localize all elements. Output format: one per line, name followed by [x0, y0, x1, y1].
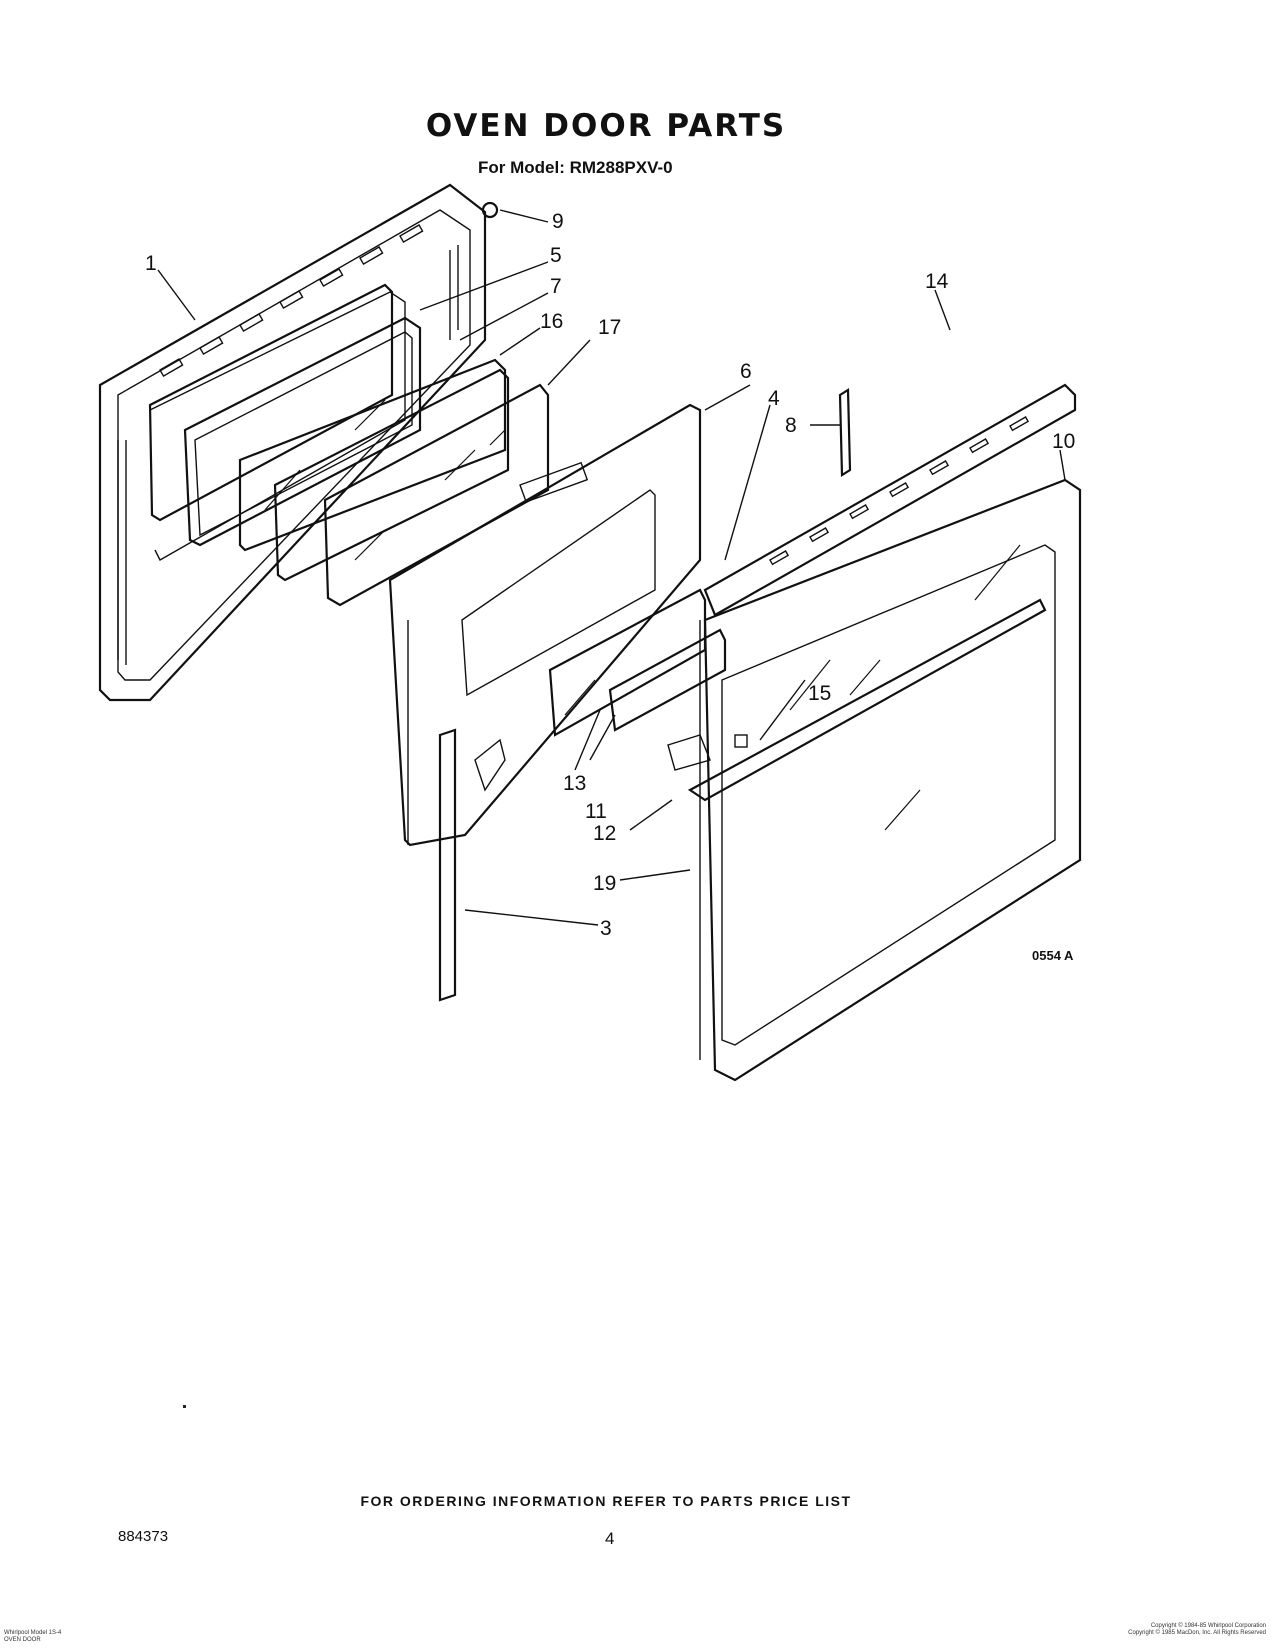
glass-panel-17 [273, 368, 550, 607]
callout-4: 4 [768, 387, 780, 410]
callout-7: 7 [550, 275, 562, 298]
top-vent-trim [703, 383, 1077, 617]
callout-1: 1 [145, 252, 157, 275]
document-number: 884373 [118, 1528, 169, 1545]
page-number: 4 [605, 1529, 615, 1548]
callout-5: 5 [550, 244, 562, 267]
callout-10: 10 [1052, 430, 1075, 453]
fine-print-right-line: Copyright © 1984-85 Whirlpool Corporatio… [1150, 1623, 1266, 1629]
side-trim-strip [438, 728, 457, 1002]
callout-12: 12 [593, 822, 616, 845]
small-window-glass [548, 588, 727, 737]
stray-dot [183, 1405, 186, 1408]
glass-panel-16 [238, 358, 507, 552]
callout-13: 13 [563, 772, 586, 795]
ordering-note: FOR ORDERING INFORMATION REFER TO PARTS … [360, 1493, 852, 1509]
outer-door [667, 478, 1082, 1082]
leader-lines [157, 209, 1066, 926]
page-title: OVEN DOOR PARTS [425, 108, 787, 144]
glass-pack-frame [148, 283, 422, 547]
figure-code: 0554 A [1032, 948, 1074, 963]
callout-11: 11 [585, 800, 607, 823]
callout-9: 9 [552, 210, 564, 233]
callout-14: 14 [925, 270, 949, 293]
clip-part-8 [838, 388, 852, 477]
screw-part-9 [481, 201, 499, 219]
door-liner [388, 403, 702, 847]
fine-print-left-line: Whirlpool Model 1S-4 [4, 1630, 62, 1636]
callout-17: 17 [598, 316, 621, 339]
fine-print-left: Whirlpool Model 1S-4 OVEN DOOR [4, 1630, 61, 1644]
fine-print-left-line: OVEN DOOR [4, 1637, 41, 1643]
callout-15: 15 [808, 682, 831, 705]
callout-8: 8 [785, 414, 797, 437]
fine-print-right-line: Copyright © 1985 MacDon, Inc. All Rights… [1128, 1630, 1266, 1636]
fine-print-right: Copyright © 1984-85 Whirlpool Corporatio… [1128, 1623, 1266, 1637]
callout-6: 6 [740, 360, 752, 383]
callout-3: 3 [600, 917, 612, 940]
inner-door-panel [98, 183, 487, 702]
callout-16: 16 [540, 310, 563, 333]
callout-19: 19 [593, 872, 616, 895]
model-subtitle: For Model: RM288PXV-0 [478, 158, 673, 177]
